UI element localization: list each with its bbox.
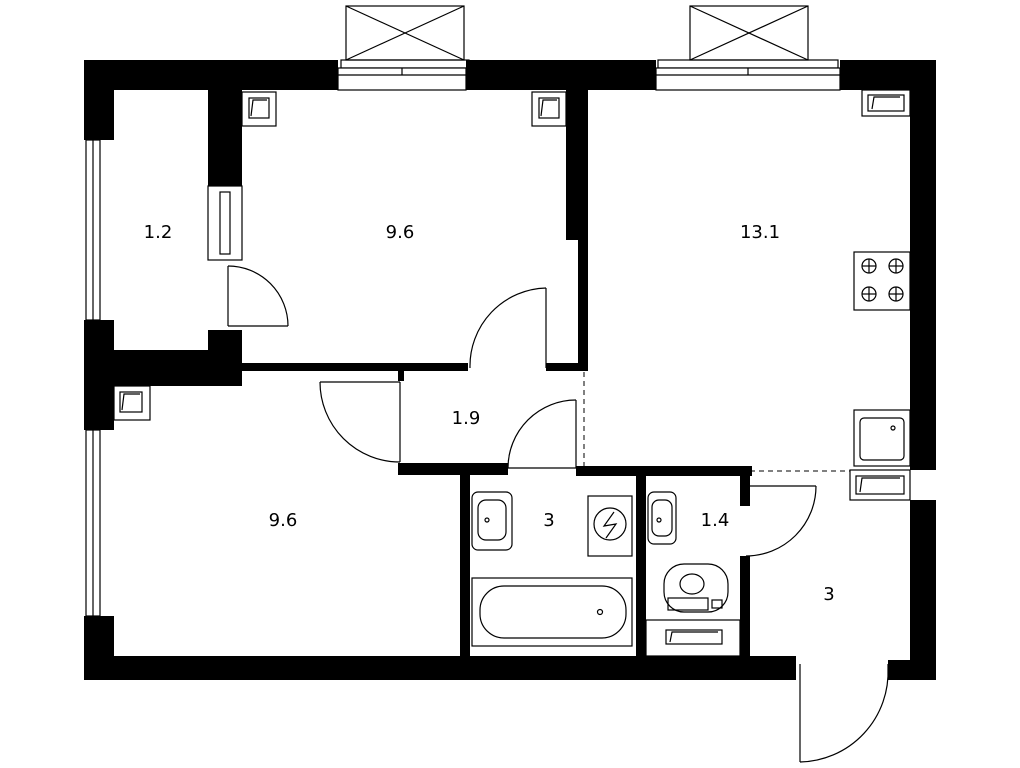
room-area-label: 1.2 (144, 222, 173, 243)
window-storage-inner (207, 185, 243, 261)
stove-icon (853, 251, 911, 311)
shelf-icon (645, 619, 741, 657)
window-bedroom-bottom (85, 429, 101, 617)
washing-machine-icon (587, 495, 633, 557)
interior-walls (84, 90, 752, 660)
room-area-label: 1.4 (701, 510, 730, 531)
door-storage (227, 265, 289, 327)
washbasin-icon (647, 491, 677, 545)
window-top-left (337, 67, 467, 91)
ac-unit-left (340, 5, 470, 69)
door-bedroom-bottom (319, 381, 401, 463)
exterior-walls (84, 60, 936, 680)
vent-icon (241, 91, 277, 127)
room-area-label: 3 (543, 510, 554, 531)
room-area-label: 9.6 (386, 222, 415, 243)
door-toilet (745, 485, 817, 557)
washbasin-icon (471, 491, 513, 551)
room-area-label: 9.6 (269, 510, 298, 531)
door-bathroom (507, 399, 577, 469)
room-area-label: 1.9 (452, 408, 481, 429)
vent-icon (861, 89, 911, 117)
bathtub-icon (471, 577, 633, 647)
door-bedroom-top (469, 287, 547, 369)
kitchen-sink-icon (853, 409, 911, 467)
window-top-right (655, 67, 841, 91)
vent-icon (849, 469, 911, 501)
room-area-label: 3 (823, 584, 834, 605)
vent-icon (113, 385, 151, 421)
toilet-icon (663, 563, 729, 613)
room-area-label: 13.1 (740, 222, 780, 243)
ac-unit-right (657, 5, 839, 69)
door-entrance (799, 664, 889, 763)
vent-icon (531, 91, 567, 127)
window-storage (85, 139, 101, 321)
